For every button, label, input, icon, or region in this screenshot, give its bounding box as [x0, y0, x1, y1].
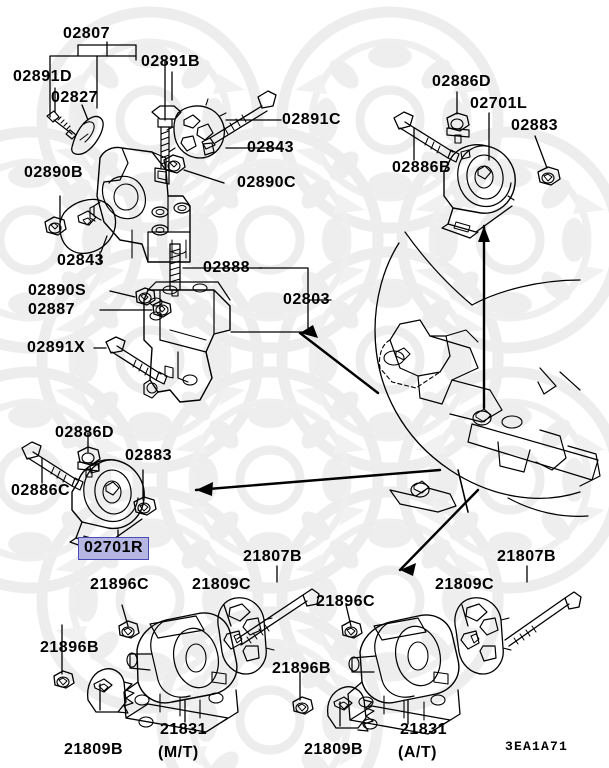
part-label-02890S[interactable]: 02890S	[28, 282, 87, 299]
part-label-02827[interactable]: 02827	[51, 89, 98, 106]
diagram-code: 3EA1A71	[505, 739, 569, 754]
transmission-type-at: (A/T)	[398, 744, 437, 761]
part-label-02890C[interactable]: 02890C	[237, 174, 297, 191]
transmission-type-mt: (M/T)	[158, 744, 199, 761]
part-label-21809B-right[interactable]: 21809B	[304, 741, 364, 758]
part-label-02886B[interactable]: 02886B	[392, 159, 452, 176]
part-02886B-bolt	[393, 111, 460, 163]
part-label-21807B-left[interactable]: 21807B	[243, 548, 303, 565]
part-label-02891B[interactable]: 02891B	[141, 53, 201, 70]
part-21896C-nut-right	[341, 620, 363, 639]
part-label-02888[interactable]: 02888	[203, 259, 250, 276]
part-label-02886D-right[interactable]: 02886D	[432, 73, 492, 90]
part-label-02883-right[interactable]: 02883	[511, 117, 558, 134]
part-label-02701R-highlighted[interactable]: 02701R	[78, 537, 150, 560]
part-label-21896B-right[interactable]: 21896B	[272, 660, 332, 677]
part-label-21809B-left[interactable]: 21809B	[64, 741, 124, 758]
part-21831-mount-at	[347, 614, 461, 735]
part-21809C-bracket-left	[217, 597, 275, 675]
part-label-21896B-left[interactable]: 21896B	[40, 639, 100, 656]
part-label-21807B-right[interactable]: 21807B	[497, 548, 557, 565]
part-label-21896C-left[interactable]: 21896C	[90, 576, 150, 593]
part-02827-cover	[71, 115, 104, 155]
part-label-21831-left[interactable]: 21831	[160, 721, 207, 738]
part-label-02886C[interactable]: 02886C	[11, 482, 71, 499]
part-02890B-nut	[44, 216, 67, 236]
part-02803-bracket-body	[143, 281, 231, 403]
part-label-02891C[interactable]: 02891C	[282, 111, 342, 128]
part-label-21896C-right[interactable]: 21896C	[316, 593, 376, 610]
part-label-02843-left[interactable]: 02843	[57, 252, 104, 269]
part-label-02891X[interactable]: 02891X	[27, 339, 86, 356]
part-21831-mount-mt	[123, 612, 239, 733]
part-label-02883-left[interactable]: 02883	[125, 447, 172, 464]
part-label-02890B[interactable]: 02890B	[24, 164, 84, 181]
part-02891D-bolt	[46, 110, 77, 140]
part-21896B-nut-right	[292, 696, 314, 715]
part-label-21831-right[interactable]: 21831	[400, 721, 447, 738]
part-label-02701L[interactable]: 02701L	[470, 95, 528, 112]
part-label-21809C-right[interactable]: 21809C	[435, 576, 495, 593]
part-label-02891D[interactable]: 02891D	[13, 68, 73, 85]
part-21807B-bolt-right	[504, 591, 582, 647]
callout-arrows	[194, 224, 490, 576]
part-02883-nut-right	[537, 166, 561, 186]
part-label-02887[interactable]: 02887	[28, 301, 75, 318]
part-label-02803[interactable]: 02803	[283, 291, 330, 308]
part-02701L-mount	[441, 144, 516, 239]
part-21807B-bolt-left	[236, 588, 320, 646]
part-21896C-nut-left	[118, 620, 140, 639]
part-label-02886D-left[interactable]: 02886D	[55, 424, 115, 441]
part-02891X-bolt	[105, 336, 168, 385]
part-label-21809C-left[interactable]: 21809C	[192, 576, 252, 593]
part-label-02843-top[interactable]: 02843	[247, 139, 294, 156]
part-02886D-nut-right	[446, 112, 470, 144]
part-21809B-stopper-left	[86, 668, 135, 714]
part-21896B-nut-left	[53, 670, 75, 689]
part-02888-stud	[169, 243, 181, 297]
part-label-02807[interactable]: 02807	[63, 25, 110, 42]
